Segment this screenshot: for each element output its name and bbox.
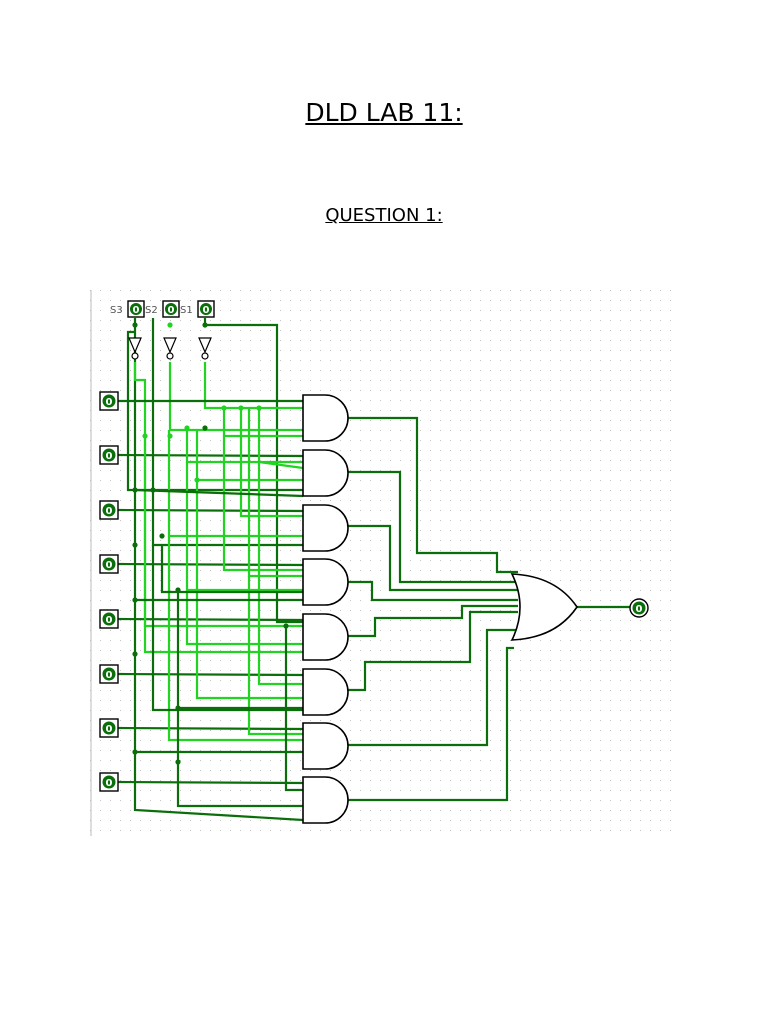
data-input-pin-led <box>102 775 116 789</box>
junction-dot <box>142 433 148 439</box>
junction-dot <box>202 425 208 431</box>
select-pin-led <box>130 303 142 315</box>
and-output-line <box>347 580 518 602</box>
junction-dot <box>132 487 138 493</box>
data-input-pin-value: 0 <box>106 560 113 571</box>
question-heading: QUESTION 1: <box>325 205 443 226</box>
and-output-line <box>347 524 518 592</box>
pins: S3 0 S2 0 S1 0 0 0 0 0 0 0 0 0 0 <box>99 300 649 792</box>
data-input-line <box>117 453 304 458</box>
page-title: DLD LAB 11: <box>305 98 463 127</box>
data-input-pin-value: 0 <box>106 451 113 462</box>
data-input-pin-led <box>102 612 116 626</box>
and-gate <box>302 613 349 661</box>
data-input-line <box>117 726 304 731</box>
and-output-line <box>347 604 518 638</box>
data-input-line <box>117 562 304 567</box>
wires <box>117 318 632 822</box>
select-s3-true-line <box>133 318 304 822</box>
junction-dot <box>202 322 208 328</box>
junction-dot <box>283 623 289 629</box>
data-input-line <box>117 672 304 677</box>
data-input-pin-led <box>102 557 116 571</box>
select-tap-line <box>185 590 303 646</box>
circuit-diagram: S3 0 S2 0 S1 0 0 0 0 0 0 0 0 0 0 <box>90 290 678 836</box>
junction-dot <box>221 405 227 411</box>
select-label: S2 <box>145 305 158 316</box>
and-gate <box>302 668 349 716</box>
junction-dot <box>167 433 173 439</box>
not-gate-bubble <box>166 352 174 360</box>
data-input-pin-led <box>102 394 116 408</box>
select-tap-line <box>284 626 303 792</box>
data-input-pin-led <box>102 721 116 735</box>
select-tap-line <box>195 480 303 700</box>
junction-dot <box>132 597 138 603</box>
and-output-line <box>347 610 518 692</box>
data-input-line <box>117 617 304 622</box>
and-output-line <box>347 646 514 802</box>
select-pin-value: 0 <box>133 305 140 316</box>
junction-dot <box>132 651 138 657</box>
or-gate <box>510 573 578 641</box>
junction-dot <box>150 487 156 493</box>
gates <box>128 337 578 824</box>
select-label: S3 <box>110 305 123 316</box>
select-label: S1 <box>180 305 193 316</box>
and-gate <box>302 558 349 606</box>
data-input-line <box>117 780 304 785</box>
select-tap-line <box>134 488 304 498</box>
data-input-line <box>117 508 304 513</box>
junction-dot <box>194 477 200 483</box>
junction-dot <box>175 587 181 593</box>
junction-dot <box>167 322 173 328</box>
not-gate <box>128 337 142 354</box>
select-pin-led <box>200 303 212 315</box>
select-tap-line <box>167 536 303 742</box>
junction-dot <box>132 322 138 328</box>
data-input-pin-value: 0 <box>106 778 113 789</box>
junction-dot <box>175 759 181 765</box>
junction-dot <box>132 749 138 755</box>
data-input-pin-value: 0 <box>106 615 113 626</box>
data-input-pin-value: 0 <box>106 506 113 517</box>
select-pin-led <box>165 303 177 315</box>
output-pin-led <box>632 601 646 615</box>
select-tap-line <box>239 408 303 518</box>
select-pin-value: 0 <box>203 305 210 316</box>
select-tap-line <box>143 436 303 628</box>
select-pin-value: 0 <box>168 305 175 316</box>
and-gate <box>302 449 349 497</box>
not-gate <box>163 337 177 354</box>
junction-dot <box>175 705 181 711</box>
not-gate-bubble <box>131 352 139 360</box>
data-input-pin-value: 0 <box>106 724 113 735</box>
data-input-pin-led <box>102 667 116 681</box>
select-s1-inverted-line <box>203 362 303 410</box>
and-gate <box>302 504 349 552</box>
select-s3-inverted-line <box>133 362 303 654</box>
select-tap-line <box>222 436 303 572</box>
select-tap-line <box>160 545 303 594</box>
and-gate <box>302 394 349 442</box>
data-input-pin-value: 0 <box>106 670 113 681</box>
and-output-line <box>347 416 518 574</box>
junction-dot <box>184 425 190 431</box>
data-input-pin-led <box>102 448 116 462</box>
and-output-line <box>347 470 518 584</box>
not-gate-bubble <box>201 352 209 360</box>
junction-dot <box>132 542 138 548</box>
junction-dot <box>238 405 244 411</box>
select-tap-line <box>176 590 303 808</box>
junction-dot <box>159 533 165 539</box>
output-pin-value: 0 <box>636 604 643 615</box>
and-gate <box>302 776 349 824</box>
not-gate <box>198 337 212 354</box>
junction-dot <box>256 405 262 411</box>
data-input-pin-value: 0 <box>106 397 113 408</box>
and-output-line <box>347 628 516 747</box>
data-input-pin-led <box>102 503 116 517</box>
and-gate <box>302 722 349 770</box>
select-tap-line <box>257 462 303 686</box>
